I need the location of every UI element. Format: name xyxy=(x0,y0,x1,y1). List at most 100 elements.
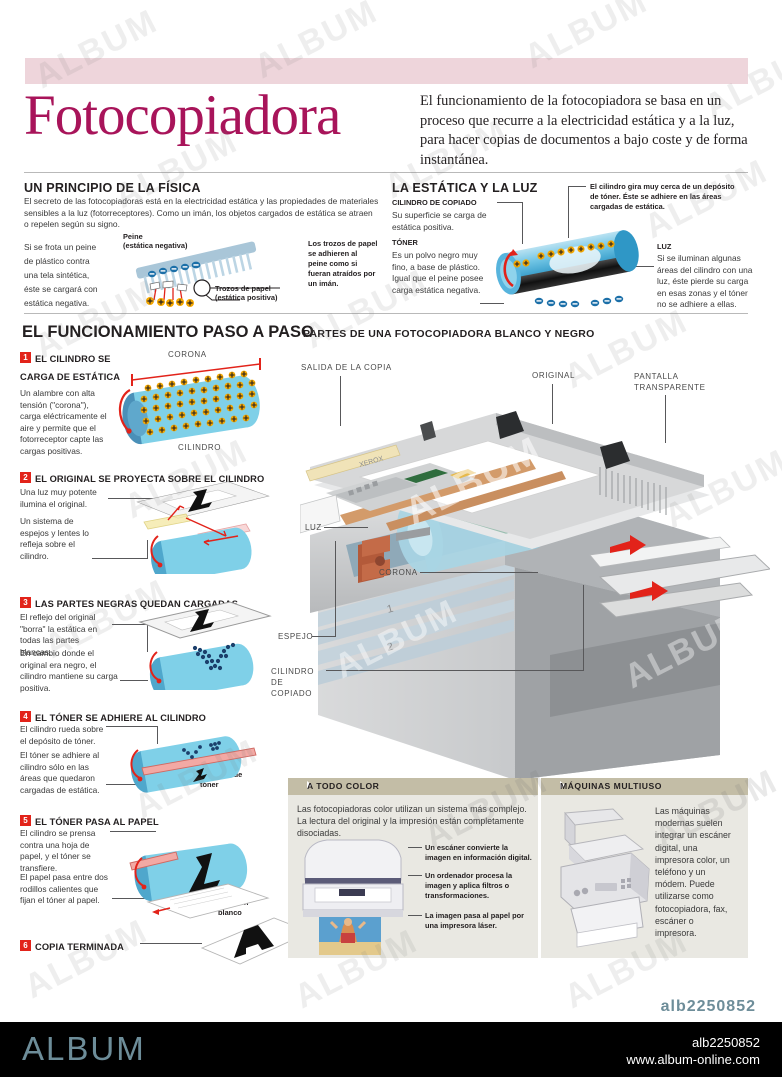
leader-espejo-h xyxy=(312,636,336,637)
footer-reference: alb2250852 xyxy=(692,1035,760,1050)
leader-step3-a xyxy=(112,624,148,625)
leader-light xyxy=(634,266,654,267)
leader-topnote-h xyxy=(568,186,586,187)
comb-illustration xyxy=(120,238,280,308)
copier-label-original: ORIGINAL xyxy=(532,371,576,380)
comb-label-title: Peine xyxy=(123,232,143,241)
physics-left-note: Si se frota un peine de plástico contra … xyxy=(24,242,98,308)
light-text: Si se iluminan algunas áreas del cilindr… xyxy=(657,253,753,310)
leader-step2-b xyxy=(92,558,148,559)
step-1-badge: 1 xyxy=(20,352,31,363)
step-3-text-1: El reflejo del original "borra" la estát… xyxy=(20,612,98,657)
reference-number-top: alb2250852 xyxy=(660,998,756,1015)
leader-step4-av xyxy=(157,726,158,744)
copier-label-pantalla: PANTALLA TRANSPARENTE xyxy=(634,372,706,392)
step-5-text-2: El papel pasa entre dos rodillos calient… xyxy=(20,872,108,906)
leader-color-3 xyxy=(408,915,422,916)
color-box-header: A TODO COLOR xyxy=(288,778,538,795)
drum-text: Su superficie se carga de estática posit… xyxy=(392,210,487,232)
leader-color-1 xyxy=(408,847,422,848)
step-1-text: Un alambre con alta tensión ("corona"), … xyxy=(20,388,107,456)
leader-espejo-v xyxy=(335,541,336,636)
step-5-text-1: El cilindro se prensa contra una hoja de… xyxy=(20,828,96,873)
step-2-illustration xyxy=(108,474,278,583)
static-light-heading: LA ESTÁTICA Y LA LUZ xyxy=(392,181,538,195)
color-box-intro: Las fotocopiadoras color utilizan un sis… xyxy=(297,804,527,839)
section-divider xyxy=(24,313,748,314)
color-bullet-2: Un ordenador procesa la imagen y aplica … xyxy=(425,871,513,900)
paper-label-title: Trozos de papel xyxy=(215,284,271,293)
footer-url[interactable]: www.album-online.com xyxy=(626,1052,760,1067)
step-1-drum xyxy=(110,358,270,448)
color-bullet-3: La imagen pasa al papel por una impresor… xyxy=(425,911,524,930)
step-2-badge: 2 xyxy=(20,472,31,483)
leader-step4-a xyxy=(106,726,158,727)
leader-topnote-v xyxy=(568,186,569,238)
color-printer-illustration xyxy=(297,830,417,955)
footer-bar xyxy=(0,1022,782,1077)
leader-drum-v xyxy=(522,202,523,244)
step-3-text-2: En cambio donde el original era negro, e… xyxy=(20,648,118,693)
chevron-right-icon-2 xyxy=(560,781,565,789)
copier-label-salida: SALIDA DE LA COPIA xyxy=(301,363,392,372)
leader-drum xyxy=(497,202,523,203)
leader-color-2 xyxy=(408,875,422,876)
color-bullet-1: Un escáner convierte la imagen en inform… xyxy=(425,843,532,862)
toner-text: Es un polvo negro muy fino, a base de pl… xyxy=(392,250,484,295)
leader-salida xyxy=(340,376,341,426)
copier-label-espejo: ESPEJO xyxy=(278,632,314,641)
leader-pantalla xyxy=(665,395,666,443)
physics-heading: UN PRINCIPIO DE LA FÍSICA xyxy=(24,181,201,195)
step-4-badge: 4 xyxy=(20,711,31,722)
physics-right-note: Los trozos de papel se adhieren al peine… xyxy=(308,239,378,288)
album-logo: ALBUM xyxy=(22,1030,146,1067)
header-divider xyxy=(24,172,748,173)
step-3-illustration xyxy=(110,598,280,699)
step-1-label-corona: CORONA xyxy=(168,350,207,359)
step-2-text-2: Un sistema de espejos y lentes lo reflej… xyxy=(20,516,89,561)
leader-step4-b xyxy=(106,784,152,785)
step-5: 5 EL TÓNER PASA AL PAPEL xyxy=(20,812,159,830)
parts-heading: PARTES DE UNA FOTOCOPIADORA BLANCO Y NEG… xyxy=(303,328,595,340)
leader-step2-a xyxy=(108,498,168,499)
leader-toner xyxy=(480,303,504,304)
drum-label: CILINDRO DE COPIADO xyxy=(392,198,477,207)
step-4: 4 EL TÓNER SE ADHIERE AL CILINDRO xyxy=(20,708,206,726)
leader-step3-av xyxy=(147,624,148,652)
step-4-title: EL TÓNER SE ADHIERE AL CILINDRO xyxy=(35,713,206,723)
step-1-label-cilindro: CILINDRO xyxy=(178,443,222,452)
step-2-text-1: Una luz muy potente ilumina el original. xyxy=(20,487,97,509)
copier-label-luz: LUZ xyxy=(305,523,322,532)
leader-step5-b xyxy=(112,898,156,899)
multi-box-heading: MÁQUINAS MULTIUSO xyxy=(560,781,662,791)
leader-step3-b xyxy=(120,680,148,681)
static-drum-illustration xyxy=(495,230,655,310)
svg-text:1: 1 xyxy=(386,603,395,616)
static-top-note: El cilindro gira muy cerca de un depósit… xyxy=(590,182,735,211)
copier-illustration: 1 2 xyxy=(299,355,772,780)
step-6-title: COPIA TERMINADA xyxy=(35,942,124,952)
step-5-badge: 5 xyxy=(20,815,31,826)
multi-box-text: Las máquinas modernas suelen integrar un… xyxy=(655,806,731,939)
step-4-text-1: El cilindro rueda sobre el depósito de t… xyxy=(20,724,104,746)
light-label: LUZ xyxy=(657,242,672,251)
chevron-right-icon xyxy=(307,781,312,789)
svg-text:2: 2 xyxy=(386,641,395,654)
step-4-illustration xyxy=(108,716,268,796)
leader-step2-bv xyxy=(147,540,148,558)
steps-heading: EL FUNCIONAMIENTO PASO A PASO xyxy=(22,323,314,341)
leader-step6 xyxy=(140,943,202,944)
comb-label-sub: (estática negativa) xyxy=(123,241,188,250)
step-5-title: EL TÓNER PASA AL PAPEL xyxy=(35,817,159,827)
step-5-illustration xyxy=(108,822,278,927)
step-2-title: EL ORIGINAL SE PROYECTA SOBRE EL CILINDR… xyxy=(35,474,265,484)
multifunction-illustration xyxy=(551,805,655,950)
page-title: Fotocopiadora xyxy=(24,84,341,147)
toner-label: TÓNER xyxy=(392,238,418,247)
paper-label-sub: (estática positiva) xyxy=(215,293,278,302)
leader-corona xyxy=(420,572,538,573)
